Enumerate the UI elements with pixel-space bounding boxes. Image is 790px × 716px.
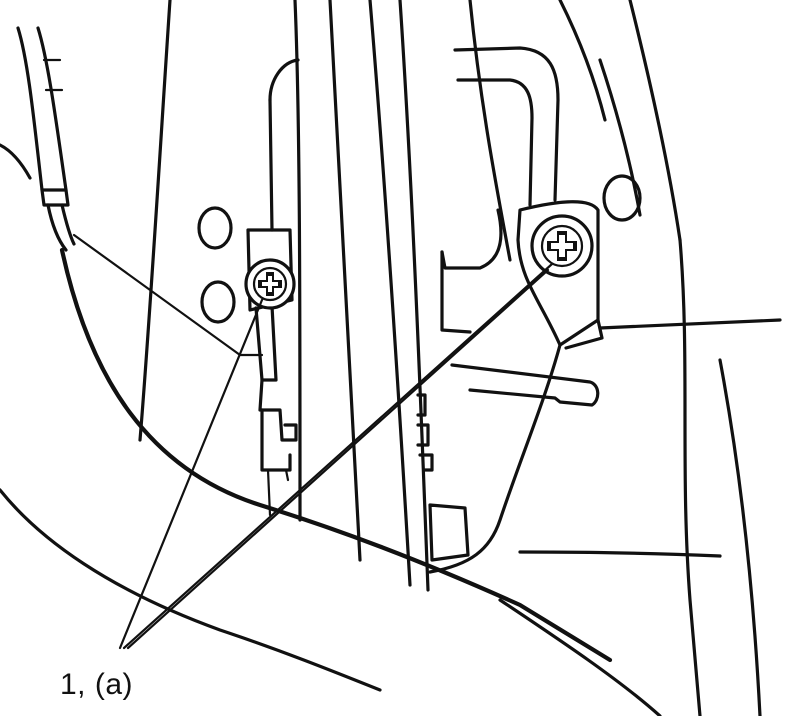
callout-leaders — [118, 262, 554, 650]
left-bracket — [197, 58, 300, 517]
trim-panel-curve — [0, 247, 662, 716]
right-clip — [416, 200, 782, 574]
u-bracket — [453, 0, 762, 716]
cable-probe — [0, 26, 76, 252]
right-screw — [530, 214, 594, 278]
left-screw — [244, 258, 296, 310]
center-pillar — [138, 0, 512, 592]
callout-label: 1, (a) — [60, 668, 134, 701]
